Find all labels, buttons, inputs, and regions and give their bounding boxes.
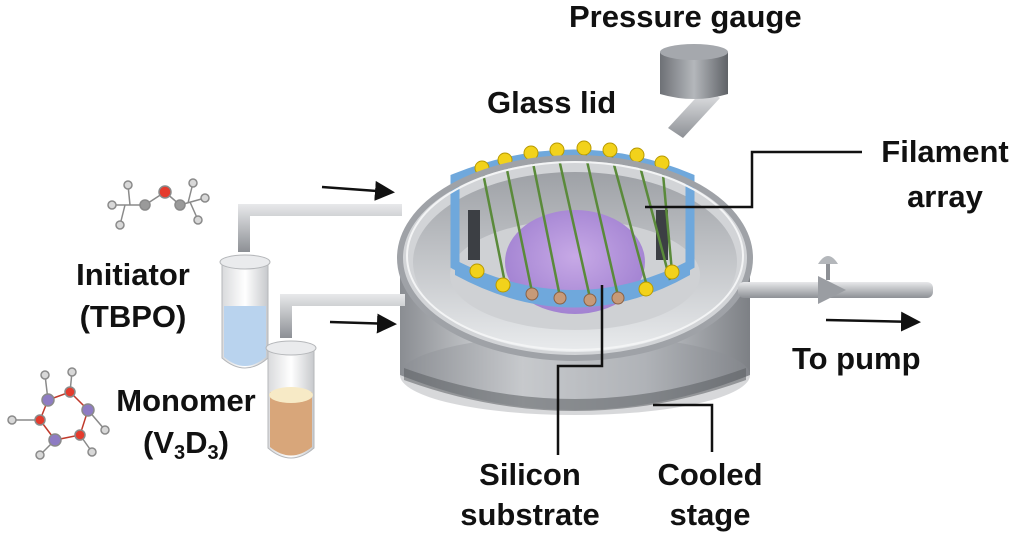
filament-leader [645,150,862,209]
silicon-leader [556,285,604,455]
inlet-arrow-lower [329,313,397,334]
glass-lid [397,155,753,361]
filament-array-label: Filament array [865,135,1025,214]
glass-lid-label: Glass lid [487,85,617,120]
monomer-formula-close: ) [218,425,229,460]
silicon-substrate-label-line1: Silicon [479,457,581,492]
cooled-stage-label-line1: Cooled [657,457,763,492]
tbpo-molecule-icon [107,178,210,230]
flow-arrows [321,180,921,334]
inlet-arrow-upper [321,180,395,201]
cooled-stage-leader [653,403,714,452]
cooled-stage-label: Cooled stage [630,458,790,532]
leader-lines [556,150,862,455]
monomer-label-line2: (V3D3) [100,425,272,464]
outlet-arrow [825,311,921,332]
monomer-formula-d: D [185,425,208,460]
cooled-stage-label-line2: stage [669,497,751,532]
monomer-inlet-pipe [280,294,405,338]
v3d3-molecule-icon [7,367,110,460]
monomer-label-line1: Monomer [116,383,256,418]
pressure-gauge-label: Pressure gauge [569,0,802,34]
pressure-gauge [660,44,728,138]
monomer-vial [265,340,317,459]
initiator-label: Initiator (TBPO) [58,258,208,334]
to-pump-label: To pump [792,341,921,376]
monomer-formula-v: (V [143,425,175,460]
filament-array-label-line2: array [907,179,983,214]
initiator-label-line1: Initiator [76,257,190,292]
monomer-label: Monomer (V3D3) [100,383,272,464]
pump-outlet-valve [738,256,933,304]
monomer-formula-sub2: 3 [207,442,219,464]
silicon-substrate-label-line2: substrate [460,497,600,532]
initiator-vial [219,254,271,369]
filament-array-label-line1: Filament [881,134,1009,169]
filament-array [450,140,695,308]
monomer-formula-sub1: 3 [174,442,186,464]
initiator-inlet-pipe [238,204,402,252]
initiator-label-line2: (TBPO) [79,299,187,334]
silicon-substrate-label: Silicon substrate [440,458,620,532]
